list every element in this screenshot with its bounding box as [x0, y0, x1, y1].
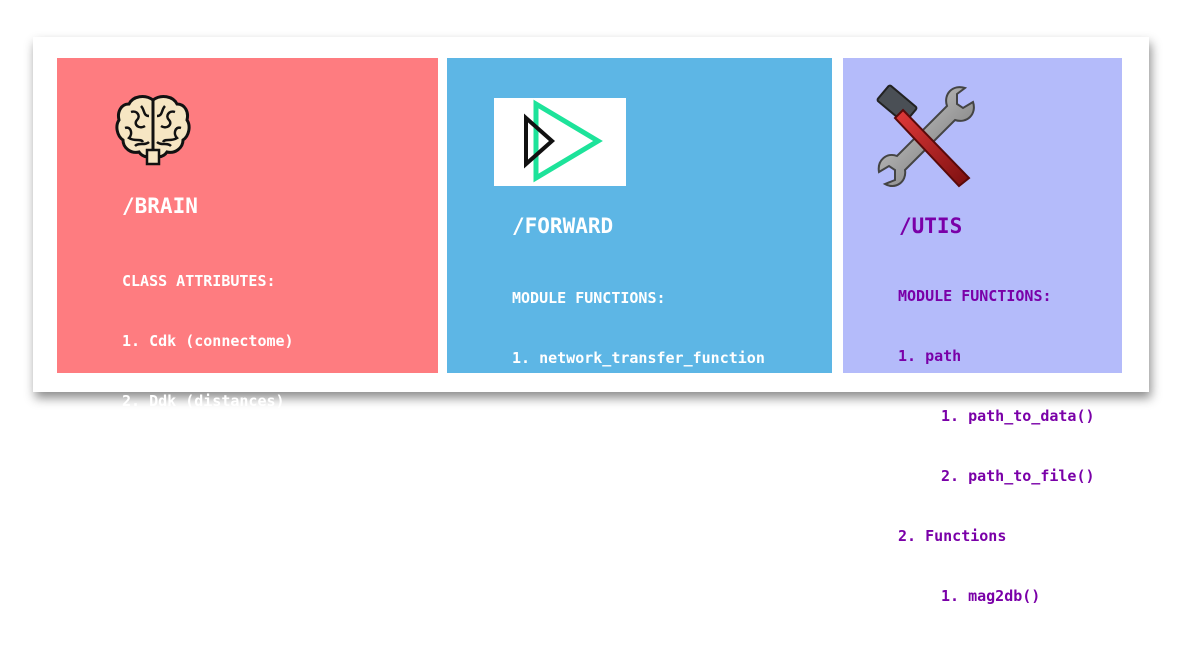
utis-title: /UTIS — [899, 214, 963, 238]
utis-heading: MODULE FUNCTIONS: — [898, 287, 1052, 305]
hammer-wrench-icon — [876, 84, 975, 188]
forward-title: /FORWARD — [512, 214, 614, 238]
utis-item-path-to-data: 1. path_to_data() — [941, 407, 1095, 425]
brain-item-3: 3. HCP (ordering) — [122, 452, 276, 470]
forward-heading: MODULE FUNCTIONS: — [512, 289, 666, 307]
forward-functions-list: MODULE FUNCTIONS: 1. network_transfer_fu… — [512, 248, 765, 408]
brain-item-2: 2. Ddk (distances) — [122, 392, 285, 410]
brain-title: /BRAIN — [122, 194, 198, 218]
forward-item-1: 1. network_transfer_function — [512, 349, 765, 367]
brain-attributes-list: CLASS ATTRIBUTES: 1. Cdk (connectome) 2.… — [122, 231, 357, 571]
brain-item-4: 4. netw transf func params — [122, 512, 357, 530]
brain-heading: CLASS ATTRIBUTES: — [122, 272, 276, 290]
brain-panel: /BRAIN CLASS ATTRIBUTES: 1. Cdk (connect… — [57, 58, 438, 530]
play-logo-icon — [494, 98, 626, 186]
forward-panel: /FORWARD MODULE FUNCTIONS: 1. network_tr… — [447, 58, 832, 373]
utis-item-functions: 2. Functions — [898, 527, 1007, 545]
brain-item-1: 1. Cdk (connectome) — [122, 332, 294, 350]
diagram-card: /BRAIN CLASS ATTRIBUTES: 1. Cdk (connect… — [33, 37, 1149, 605]
utis-item-path-to-file: 2. path_to_file() — [941, 467, 1095, 485]
utis-item-path: 1. path — [898, 347, 962, 365]
utis-item-mag2db: 1. mag2db() — [941, 587, 1041, 605]
brain-icon — [115, 95, 191, 166]
utis-functions-list: MODULE FUNCTIONS: 1. path 1. path_to_dat… — [898, 246, 1095, 646]
utis-panel: /UTIS MODULE FUNCTIONS: 1. path 1. path_… — [843, 58, 1122, 605]
